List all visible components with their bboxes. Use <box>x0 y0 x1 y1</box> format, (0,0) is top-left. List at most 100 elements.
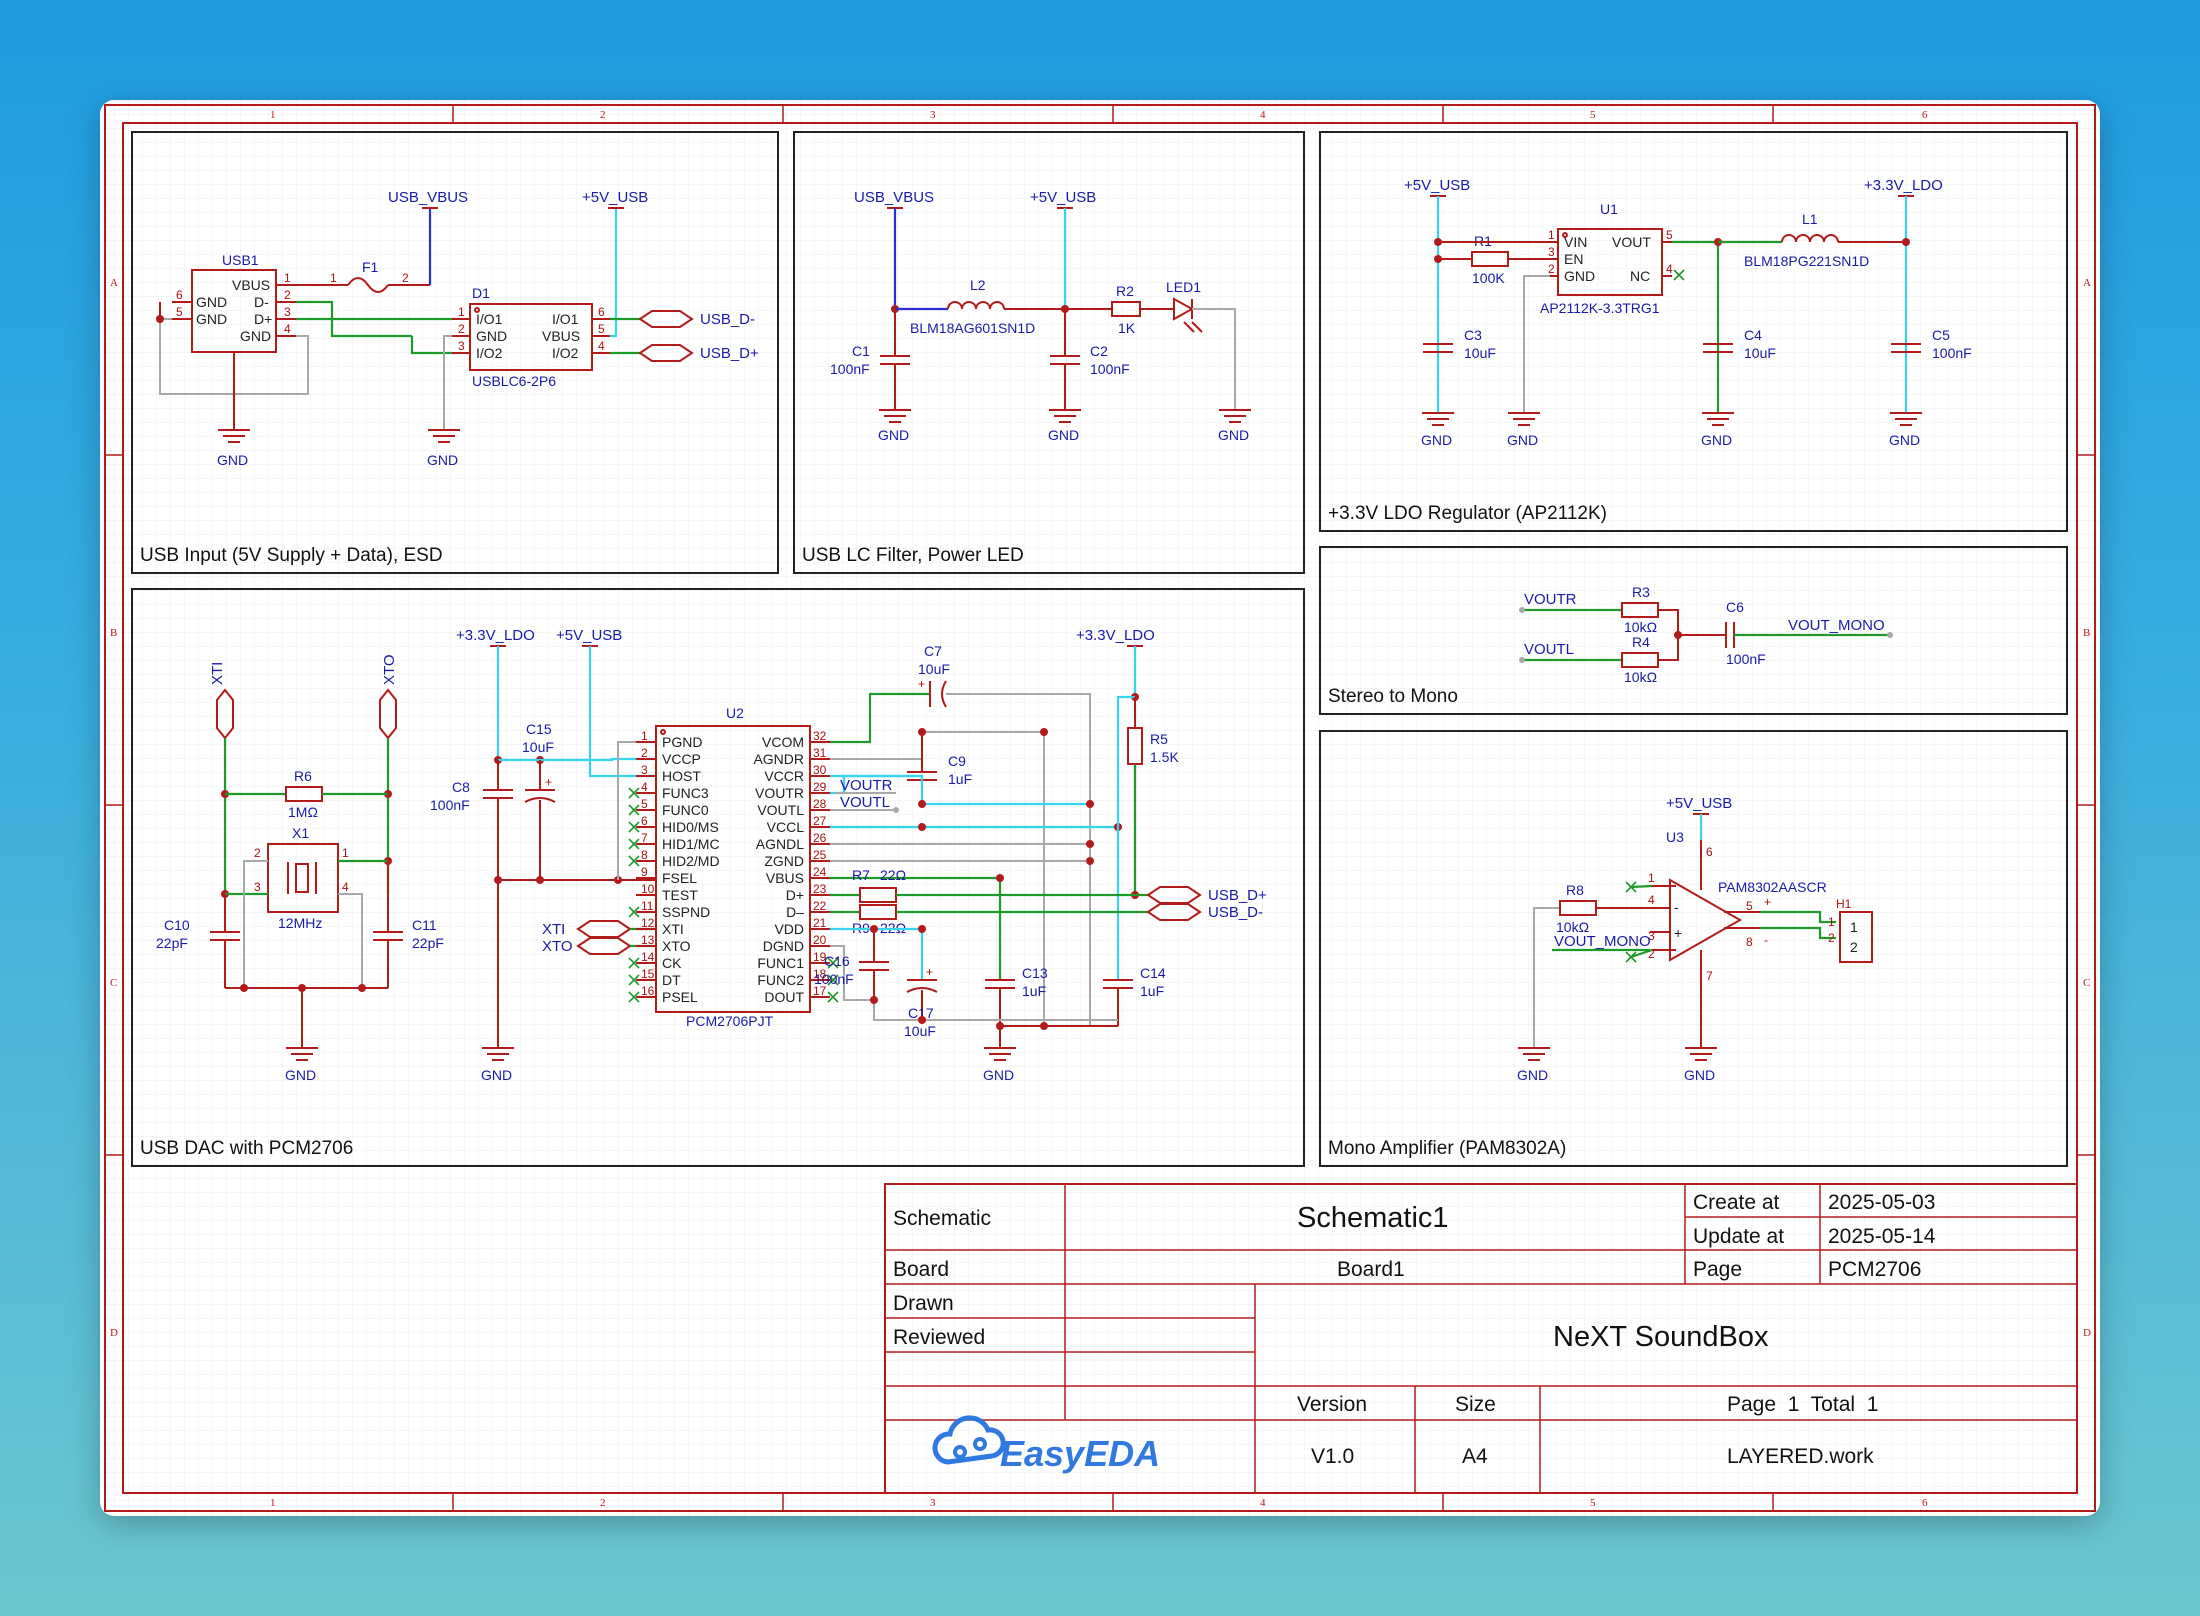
noninverting-mark: + <box>1674 925 1682 941</box>
r6-resistor[interactable]: R6 1MΩ <box>225 768 388 820</box>
r8-resistor[interactable]: R8 10kΩ <box>1533 882 1650 1048</box>
pin-number: 26 <box>813 831 827 845</box>
c2-value: 100nF <box>1090 361 1130 377</box>
f1-fuse[interactable]: F1 1 2 <box>296 259 430 293</box>
u3-amplifier[interactable]: PAM8302AASCR - + 1 4 3 2 6 5 8 7 + - <box>1648 840 1827 1048</box>
tb-schematic-label: Schematic <box>893 1207 991 1230</box>
x1-crystal[interactable]: X1 12MHz 2 1 3 4 <box>254 825 349 931</box>
pin-number: 2 <box>641 746 648 760</box>
no-connect-mark <box>628 974 640 986</box>
r7-resistor[interactable]: R7 22Ω <box>830 867 1135 903</box>
port-label: USB_D+ <box>1208 887 1267 904</box>
pin-number: 6 <box>598 305 605 319</box>
pin-label: FUNC3 <box>662 785 709 801</box>
no-connect-mark <box>628 906 640 918</box>
c4-capacitor[interactable]: C4 10uF <box>1703 327 1776 361</box>
c8-capacitor[interactable]: C8 100nF <box>430 760 513 880</box>
panel-lc-filter[interactable]: USB LC Filter, Power LED USB_VBUS +5V_US… <box>793 131 1305 574</box>
panel-ldo[interactable]: +3.3V LDO Regulator (AP2112K) +5V_USB R1… <box>1319 131 2068 532</box>
gnd-symbol <box>984 1047 1016 1061</box>
r2-resistor[interactable]: R2 1K <box>1065 283 1174 336</box>
pin-number: 8 <box>1746 935 1753 949</box>
h1-ref: H1 <box>1836 897 1852 911</box>
pin-label: 2 <box>1850 939 1858 955</box>
pin-number: 13 <box>641 933 655 947</box>
pin-label: VIN <box>1564 234 1587 250</box>
r7-value: 22Ω <box>880 867 906 883</box>
pin-number: 12 <box>641 916 655 930</box>
d1-esd[interactable]: D1 USBLC6-2P6 I/O1 GND I/O2 I/O1 VBUS I/… <box>452 285 610 389</box>
panel-usb-input[interactable]: USB Input (5V Supply + Data), ESD USB1 V… <box>131 131 779 574</box>
panel-title: USB Input (5V Supply + Data), ESD <box>140 545 443 566</box>
c17-capacitor[interactable]: + C17 10uF <box>904 965 938 1039</box>
no-connect-mark <box>628 991 640 1003</box>
tb-update-value: 2025-05-14 <box>1828 1225 1936 1248</box>
panel-dac[interactable]: USB DAC with PCM2706 XTI XTO R6 1MΩ X1 1… <box>131 588 1305 1167</box>
c10-capacitor[interactable]: C10 22pF <box>156 894 240 988</box>
c17-value: 10uF <box>904 1023 936 1039</box>
c11-value: 22pF <box>412 935 444 951</box>
pin-label: EN <box>1564 251 1583 267</box>
pin-label: D– <box>786 904 804 920</box>
c6-ref: C6 <box>1726 599 1744 615</box>
l1-inductor[interactable]: L1 BLM18PG221SN1D <box>1718 211 1906 269</box>
pin-number: 19 <box>813 950 827 964</box>
net-gnd: GND <box>427 452 458 468</box>
pin-label: DT <box>662 972 681 988</box>
pin-number: 22 <box>813 899 827 913</box>
inverting-mark: - <box>1674 899 1679 915</box>
h1-header[interactable]: H1 1 2 1 2 <box>1828 897 1873 963</box>
r7-ref: R7 <box>852 867 870 883</box>
r4-resistor[interactable]: R4 10kΩ <box>1621 634 1659 685</box>
pin-label: GND <box>196 311 227 327</box>
net-gnd: GND <box>983 1067 1014 1083</box>
usb1-connector[interactable]: USB1 VBUS D- D+ GND GND GND 1 2 3 4 6 5 <box>172 252 296 353</box>
no-connect-mark <box>628 957 640 969</box>
c3-capacitor[interactable]: C3 10uF <box>1423 327 1496 361</box>
l2-inductor[interactable]: L2 BLM18AG601SN1D <box>895 277 1065 336</box>
c11-capacitor[interactable]: C11 22pF <box>373 861 444 988</box>
r1-resistor[interactable]: R1 100K <box>1438 233 1550 286</box>
pin-label: ZGND <box>764 853 804 869</box>
r1-value: 100K <box>1472 270 1505 286</box>
c1-capacitor[interactable]: C1 100nF <box>830 309 910 410</box>
net-gnd: GND <box>1421 432 1452 448</box>
pin-label: I/O1 <box>476 311 503 327</box>
pin-number: 2 <box>284 288 291 302</box>
l2-value: BLM18AG601SN1D <box>910 320 1035 336</box>
panel-stereo-mono[interactable]: Stereo to Mono VOUTR VOUTL R3 10kΩ R4 10… <box>1319 546 2068 715</box>
pin-label: VCCR <box>764 768 804 784</box>
pin-number: 5 <box>641 797 648 811</box>
tb-page-label: Page <box>1693 1258 1742 1281</box>
pin-number: 3 <box>284 305 291 319</box>
c15-capacitor[interactable]: + C15 10uF <box>522 721 556 880</box>
c5-capacitor[interactable]: C5 100nF <box>1891 327 1972 361</box>
panel-mono-amp[interactable]: Mono Amplifier (PAM8302A) +5V_USB U3 PAM… <box>1319 730 2068 1167</box>
c2-capacitor[interactable]: C2 100nF <box>1050 309 1130 410</box>
net-gnd: GND <box>1507 432 1538 448</box>
port-label: USB_D- <box>700 311 755 328</box>
pin-number: 5 <box>598 322 605 336</box>
net-label: VOUTL <box>1524 641 1574 658</box>
col-label: 4 <box>1260 1497 1266 1509</box>
c7-capacitor[interactable]: + C7 10uF <box>918 643 950 708</box>
c14-capacitor[interactable]: C14 1uF <box>1103 965 1166 1026</box>
tb-schematic-value: Schematic1 <box>1297 1202 1449 1234</box>
c6-capacitor[interactable]: C6 100nF <box>1725 599 1766 667</box>
pin-number: 31 <box>813 746 827 760</box>
tb-company: LAYERED.work <box>1727 1445 1874 1468</box>
row-label: B <box>2083 627 2090 639</box>
r5-resistor[interactable]: R5 1.5K <box>1127 697 1179 895</box>
gnd-symbol <box>218 429 250 443</box>
col-label: 2 <box>600 109 606 121</box>
pin-label: I/O2 <box>552 345 579 361</box>
r3-resistor[interactable]: R3 10kΩ <box>1621 584 1659 635</box>
c16-capacitor[interactable]: C16 100nF <box>814 929 889 1000</box>
gnd-symbol <box>482 1047 514 1061</box>
l2-ref: L2 <box>970 277 986 293</box>
u1-ldo[interactable]: U1 AP2112K-3.3TRG1 VIN EN GND VOUT NC 1 … <box>1540 201 1673 316</box>
net-gnd: GND <box>481 1067 512 1083</box>
u2-pcm2706[interactable]: U2 PCM2706PJT PGND1VCCP2HOST3FUNC34FUNC0… <box>628 705 839 1029</box>
r2-value: 1K <box>1118 320 1136 336</box>
